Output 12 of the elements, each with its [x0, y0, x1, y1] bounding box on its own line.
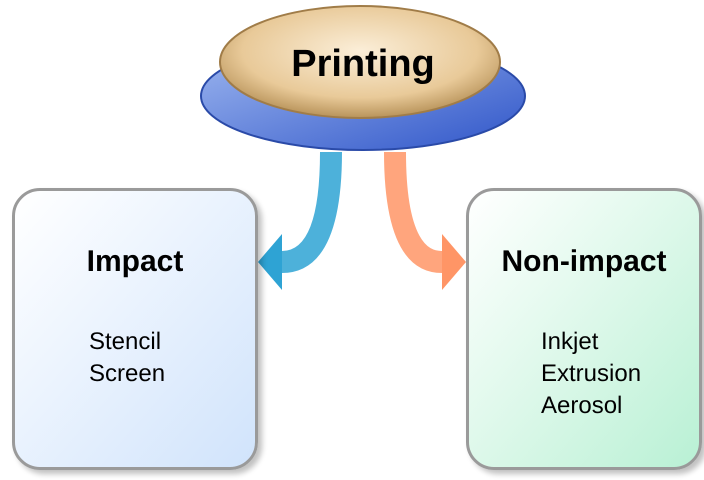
list-item: Aerosol — [540, 391, 624, 421]
list-item: Inkjet — [540, 327, 600, 357]
title-text: Printing — [290, 42, 436, 87]
curved-arrow — [384, 152, 466, 290]
category-box — [466, 188, 702, 470]
category-box — [12, 188, 258, 470]
list-item: Extrusion — [540, 359, 642, 389]
category-heading: Impact — [86, 244, 184, 280]
list-item: Stencil — [88, 327, 162, 357]
list-item: Screen — [88, 359, 166, 389]
curved-arrow — [258, 152, 342, 290]
category-heading: Non-impact — [500, 244, 668, 280]
